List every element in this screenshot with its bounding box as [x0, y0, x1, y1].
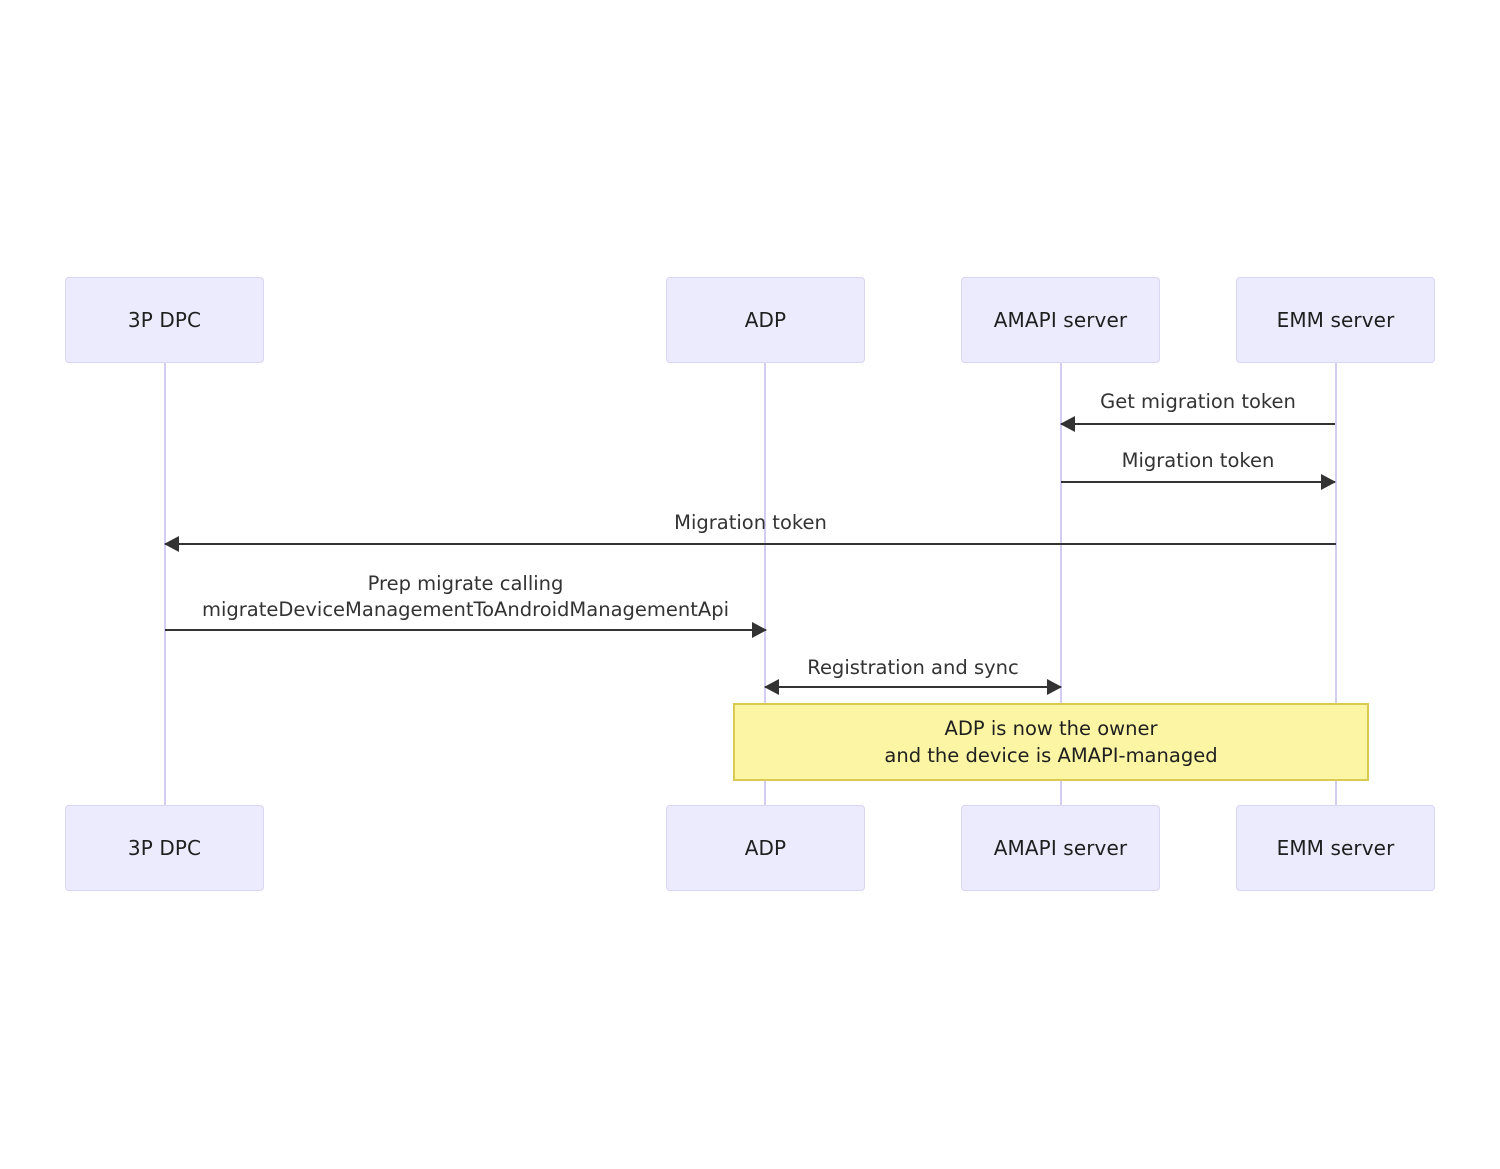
lifeline-adp	[764, 363, 766, 807]
message-line	[165, 629, 766, 631]
lifeline-amapi-server	[1060, 363, 1062, 807]
arrowhead-left	[764, 679, 779, 695]
participant-box-3p-dpc-bottom[interactable]: 3P DPC	[65, 805, 264, 891]
participant-box-adp-bottom[interactable]: ADP	[666, 805, 865, 891]
participant-label-adp-top: ADP	[744, 308, 787, 332]
message-line	[765, 686, 1061, 688]
participant-box-amapi-server-top[interactable]: AMAPI server	[961, 277, 1160, 363]
participant-label-amapi-server-bottom: AMAPI server	[993, 836, 1128, 860]
participant-label-3p-dpc-bottom: 3P DPC	[127, 836, 202, 860]
arrowhead-right	[752, 622, 767, 638]
participant-label-3p-dpc-top: 3P DPC	[127, 308, 202, 332]
participant-label-adp-bottom: ADP	[744, 836, 787, 860]
message-line	[1061, 423, 1335, 425]
message-line	[1061, 481, 1335, 483]
lifeline-emm-server	[1335, 363, 1337, 807]
participant-label-amapi-server-top: AMAPI server	[993, 308, 1128, 332]
participant-box-amapi-server-bottom[interactable]: AMAPI server	[961, 805, 1160, 891]
participant-box-emm-server-bottom[interactable]: EMM server	[1236, 805, 1435, 891]
arrowhead-right	[1321, 474, 1336, 490]
message-label-prep-migrate: Prep migrate calling migrateDeviceManage…	[201, 572, 730, 621]
message-label-registration-and-sync: Registration and sync	[807, 656, 1019, 679]
participant-label-emm-server-bottom: EMM server	[1276, 836, 1395, 860]
arrowhead-left	[164, 536, 179, 552]
lifeline-3p-dpc	[164, 363, 166, 807]
arrowhead-left	[1060, 416, 1075, 432]
message-label-get-migration-token: Get migration token	[1100, 390, 1296, 413]
participant-box-3p-dpc-top[interactable]: 3P DPC	[65, 277, 264, 363]
message-label-migration-token-amapi-emm: Migration token	[1121, 449, 1275, 472]
note-text: ADP is now the owner and the device is A…	[884, 717, 1218, 767]
participant-box-emm-server-top[interactable]: EMM server	[1236, 277, 1435, 363]
participant-label-emm-server-top: EMM server	[1276, 308, 1395, 332]
participant-box-adp-top[interactable]: ADP	[666, 277, 865, 363]
message-label-migration-token-emm-dpc: Migration token	[674, 511, 827, 534]
note-adp-owner: ADP is now the owner and the device is A…	[733, 703, 1369, 781]
message-line	[165, 543, 1336, 545]
arrowhead-right	[1047, 679, 1062, 695]
